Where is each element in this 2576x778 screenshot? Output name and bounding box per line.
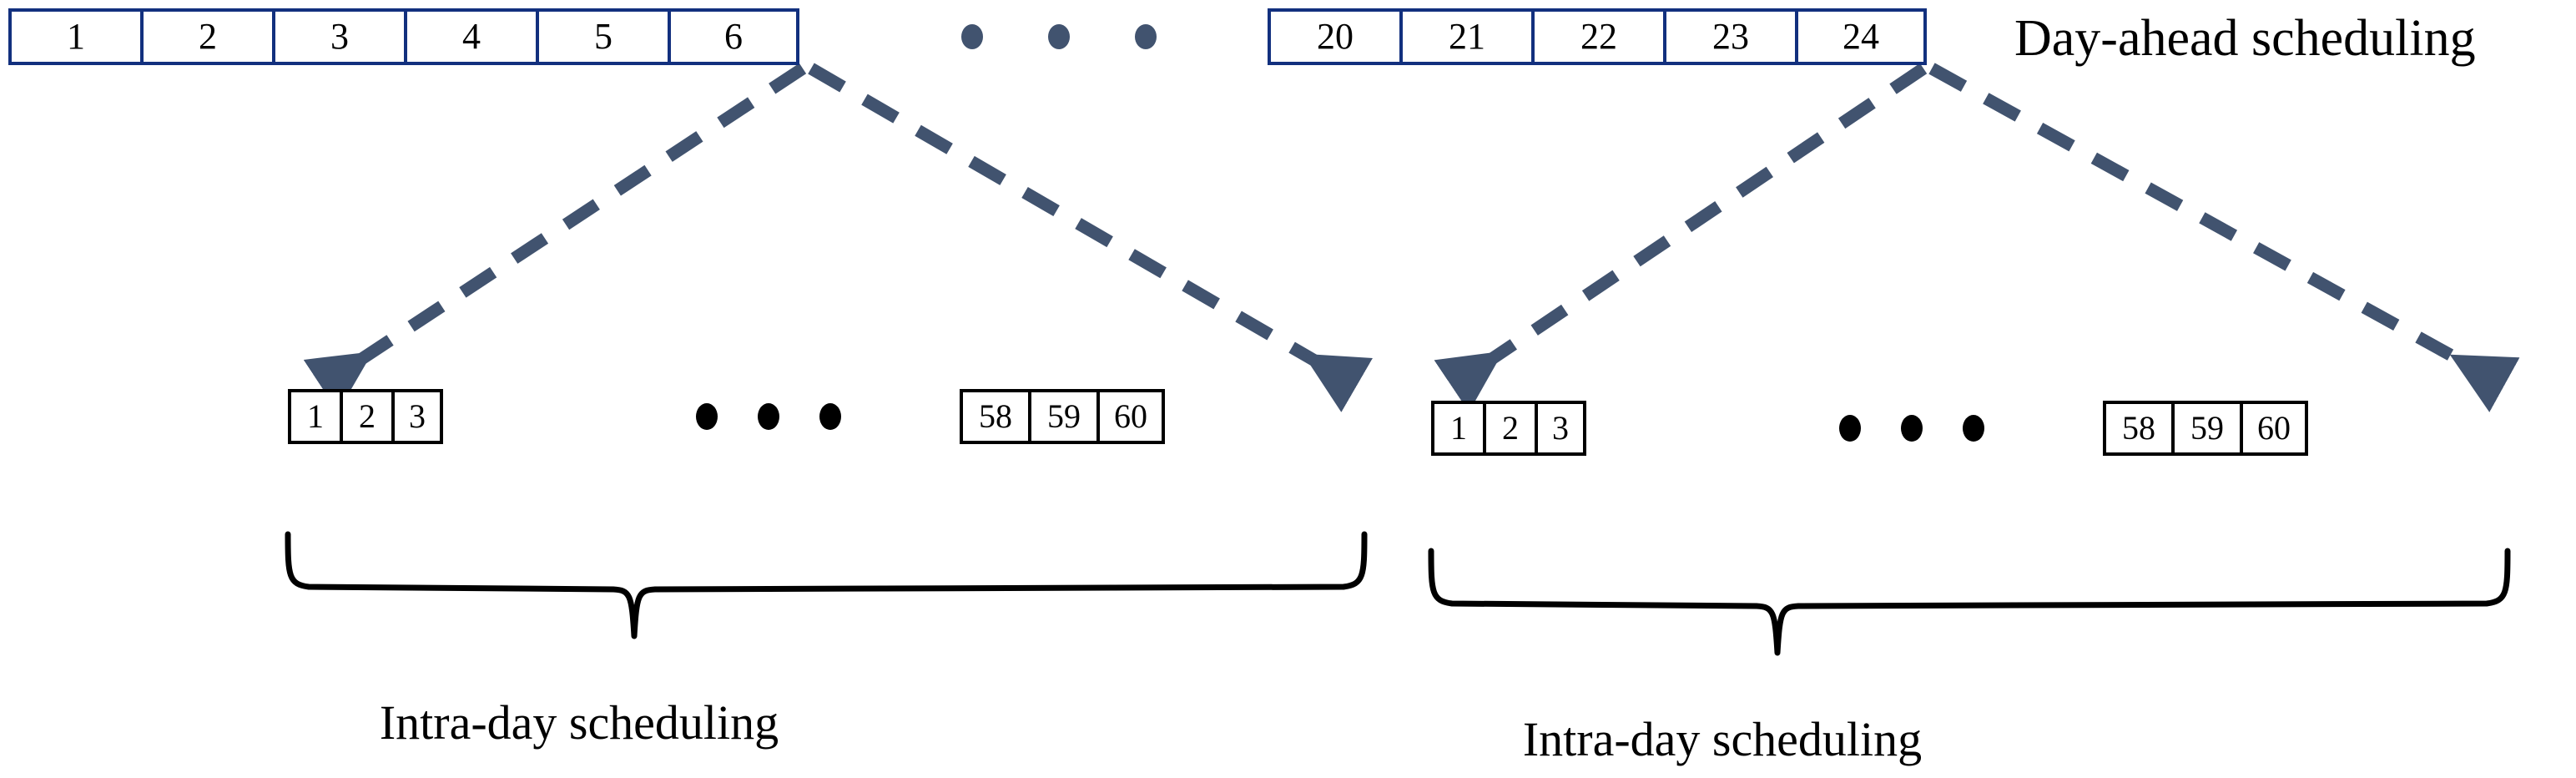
ellipsis-dot	[819, 403, 841, 430]
intra-day-slot[interactable]: 58	[960, 389, 1028, 444]
intra-day-left-label: Intra-day scheduling	[379, 695, 779, 750]
day-ahead-label: Day-ahead scheduling	[2014, 10, 2476, 67]
intra-day-slot[interactable]: 60	[1096, 389, 1165, 444]
intra-day-slot[interactable]: 2	[340, 389, 391, 444]
intra-day-slot[interactable]: 1	[288, 389, 340, 444]
intra-day-right-first-group: 1 2 3	[1431, 401, 1586, 456]
ellipsis-dot	[1963, 415, 1984, 442]
day-ahead-slot[interactable]: 23	[1663, 8, 1795, 65]
intra-day-left-first-group: 1 2 3	[288, 389, 443, 444]
intra-day-slot[interactable]: 58	[2103, 401, 2171, 456]
ellipsis-dot	[1135, 24, 1157, 49]
intra-day-slot[interactable]: 3	[391, 389, 443, 444]
brace-right	[1428, 548, 2511, 656]
dashed-arrow-right-outgoing	[1434, 63, 1928, 412]
day-ahead-slot[interactable]: 24	[1795, 8, 1927, 65]
brace-left	[285, 531, 1368, 639]
day-ahead-first-group: 1 2 3 4 5 6	[8, 8, 799, 65]
day-ahead-second-group: 20 21 22 23 24	[1268, 8, 1927, 65]
intra-day-right-ellipsis	[1819, 415, 2004, 442]
dashed-arrow-right-incoming	[1928, 63, 2520, 412]
ellipsis-dot	[696, 403, 718, 430]
intra-day-slot[interactable]: 59	[1028, 389, 1096, 444]
intra-day-left-second-group: 58 59 60	[960, 389, 1165, 444]
day-ahead-slot[interactable]: 22	[1531, 8, 1663, 65]
day-ahead-slot[interactable]: 21	[1399, 8, 1531, 65]
day-ahead-ellipsis	[929, 24, 1189, 49]
intra-day-slot[interactable]: 1	[1431, 401, 1483, 456]
day-ahead-slot[interactable]: 5	[536, 8, 668, 65]
ellipsis-dot	[961, 24, 983, 49]
intra-day-left-ellipsis	[676, 403, 861, 430]
day-ahead-slot[interactable]: 20	[1268, 8, 1399, 65]
ellipsis-dot	[1048, 24, 1070, 49]
day-ahead-slot[interactable]: 6	[668, 8, 799, 65]
day-ahead-slot[interactable]: 2	[140, 8, 272, 65]
day-ahead-slot[interactable]: 3	[272, 8, 404, 65]
day-ahead-slot[interactable]: 4	[404, 8, 536, 65]
ellipsis-dot	[758, 403, 779, 430]
intra-day-slot[interactable]: 59	[2171, 401, 2240, 456]
intra-day-slot[interactable]: 60	[2240, 401, 2308, 456]
dashed-arrow-left-outgoing	[303, 63, 807, 412]
intra-day-slot[interactable]: 3	[1535, 401, 1586, 456]
dashed-arrow-left-incoming	[808, 63, 1374, 412]
intra-day-slot[interactable]: 2	[1483, 401, 1535, 456]
intra-day-right-label: Intra-day scheduling	[1522, 712, 1923, 766]
ellipsis-dot	[1839, 415, 1861, 442]
day-ahead-slot[interactable]: 1	[8, 8, 140, 65]
intra-day-right-second-group: 58 59 60	[2103, 401, 2308, 456]
ellipsis-dot	[1901, 415, 1923, 442]
